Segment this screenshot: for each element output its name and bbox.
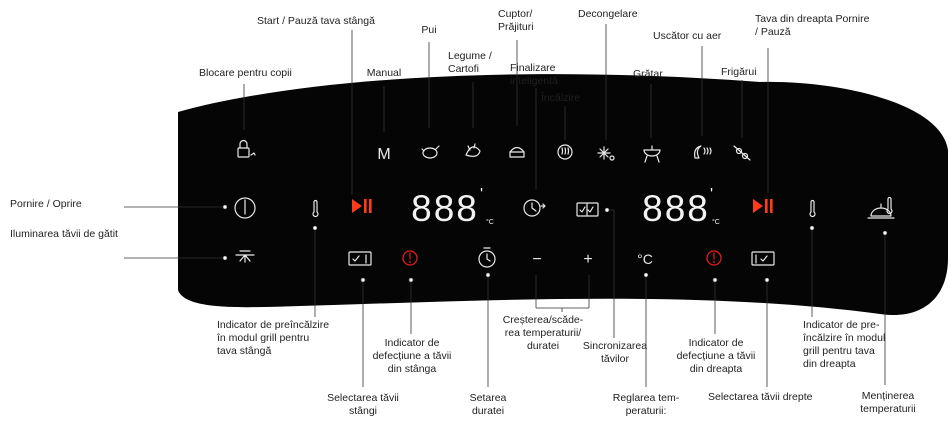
tray-select-icon[interactable] bbox=[348, 251, 372, 266]
display-left-unit: °C bbox=[486, 218, 494, 226]
light-label: Iluminarea tăvii de gătit bbox=[10, 228, 118, 240]
display-right: 888 bbox=[642, 188, 710, 229]
timer-icon[interactable] bbox=[478, 247, 496, 268]
smart-finish-icon[interactable] bbox=[523, 199, 546, 217]
lock-icon[interactable] bbox=[237, 139, 256, 158]
heating-label: Încălzire bbox=[541, 92, 581, 104]
light-icon[interactable] bbox=[235, 250, 255, 263]
heating-icon[interactable] bbox=[557, 144, 573, 160]
keep-warm-label: Menținerea temperaturii bbox=[860, 390, 916, 415]
sync-icon[interactable] bbox=[576, 202, 599, 217]
thermometer-icon bbox=[809, 199, 816, 218]
grill-label: Grătar bbox=[633, 68, 663, 80]
power-icon[interactable] bbox=[234, 197, 256, 219]
child-lock-label: Blocare pentru copii bbox=[199, 67, 292, 79]
play-pause-icon[interactable] bbox=[753, 199, 773, 213]
select-right-label: Selectarea tăvii drepte bbox=[708, 391, 813, 403]
defrost-icon[interactable] bbox=[597, 146, 615, 161]
leader-lines bbox=[124, 24, 886, 387]
manual-icon[interactable]: M bbox=[377, 146, 390, 163]
display-left-minutes: ' bbox=[480, 186, 483, 203]
control-panel bbox=[178, 74, 948, 316]
temp-adjust-label: Reglarea tem- peraturii: bbox=[612, 392, 680, 417]
skewer-icon[interactable] bbox=[733, 145, 751, 161]
keep-warm-icon[interactable] bbox=[867, 196, 895, 219]
sync-label: Sincronizarea tăvilor bbox=[582, 340, 648, 365]
plus-button[interactable]: + bbox=[583, 251, 592, 268]
tray-select-icon[interactable] bbox=[751, 251, 775, 266]
preheat-right-label: Indicator de pre- încălzire în modul gri… bbox=[803, 319, 886, 370]
skewers-label: Frigărui bbox=[721, 66, 757, 78]
defrost-label: Decongelare bbox=[578, 8, 638, 20]
start-right-label: Tava din dreapta Pornire / Pauză bbox=[755, 13, 870, 38]
fault-icon bbox=[706, 250, 722, 266]
dehydrate-icon[interactable] bbox=[694, 145, 712, 159]
fault-right-label: Indicator de defecțiune a tăvii din drea… bbox=[676, 337, 756, 375]
cake-icon[interactable] bbox=[509, 146, 525, 158]
play-pause-icon[interactable] bbox=[352, 199, 372, 213]
dehydrator-label: Uscător cu aer bbox=[653, 30, 722, 42]
display-right-minutes: ' bbox=[710, 186, 713, 203]
select-left-label: Selectarea tăvii stângi bbox=[327, 392, 399, 417]
grill-icon[interactable] bbox=[643, 145, 661, 163]
vegetables-icon[interactable] bbox=[465, 143, 481, 157]
temp-time-adjust-label: Creșterea/scăde- rea temperaturii/ durat… bbox=[502, 314, 584, 352]
leader-dots bbox=[222, 204, 888, 283]
thermometer-icon bbox=[312, 199, 319, 218]
set-time-label: Setarea duratei bbox=[469, 392, 507, 417]
smart-finish-label: Finalizare inteligentă bbox=[510, 62, 558, 87]
chicken-label: Pui bbox=[421, 24, 437, 36]
oven-label: Cuptor/ Prăjituri bbox=[498, 8, 534, 33]
power-label: Pornire / Oprire bbox=[10, 198, 82, 210]
minus-button[interactable]: − bbox=[532, 251, 541, 268]
vegetables-label: Legume / Cartofi bbox=[448, 50, 492, 75]
chicken-icon[interactable] bbox=[421, 145, 440, 159]
fault-icon bbox=[402, 250, 418, 266]
manual-label: Manual bbox=[366, 67, 402, 79]
temperature-button[interactable]: °C bbox=[637, 251, 653, 267]
display-right-unit: °C bbox=[712, 218, 720, 226]
fault-left-label: Indicator de defecțiune a tăvii din stân… bbox=[372, 337, 452, 375]
display-left: 888 bbox=[411, 188, 479, 229]
start-left-label: Start / Pauză tava stângă bbox=[257, 15, 375, 27]
preheat-left-label: Indicator de preîncălzire în modul grill… bbox=[217, 319, 330, 357]
